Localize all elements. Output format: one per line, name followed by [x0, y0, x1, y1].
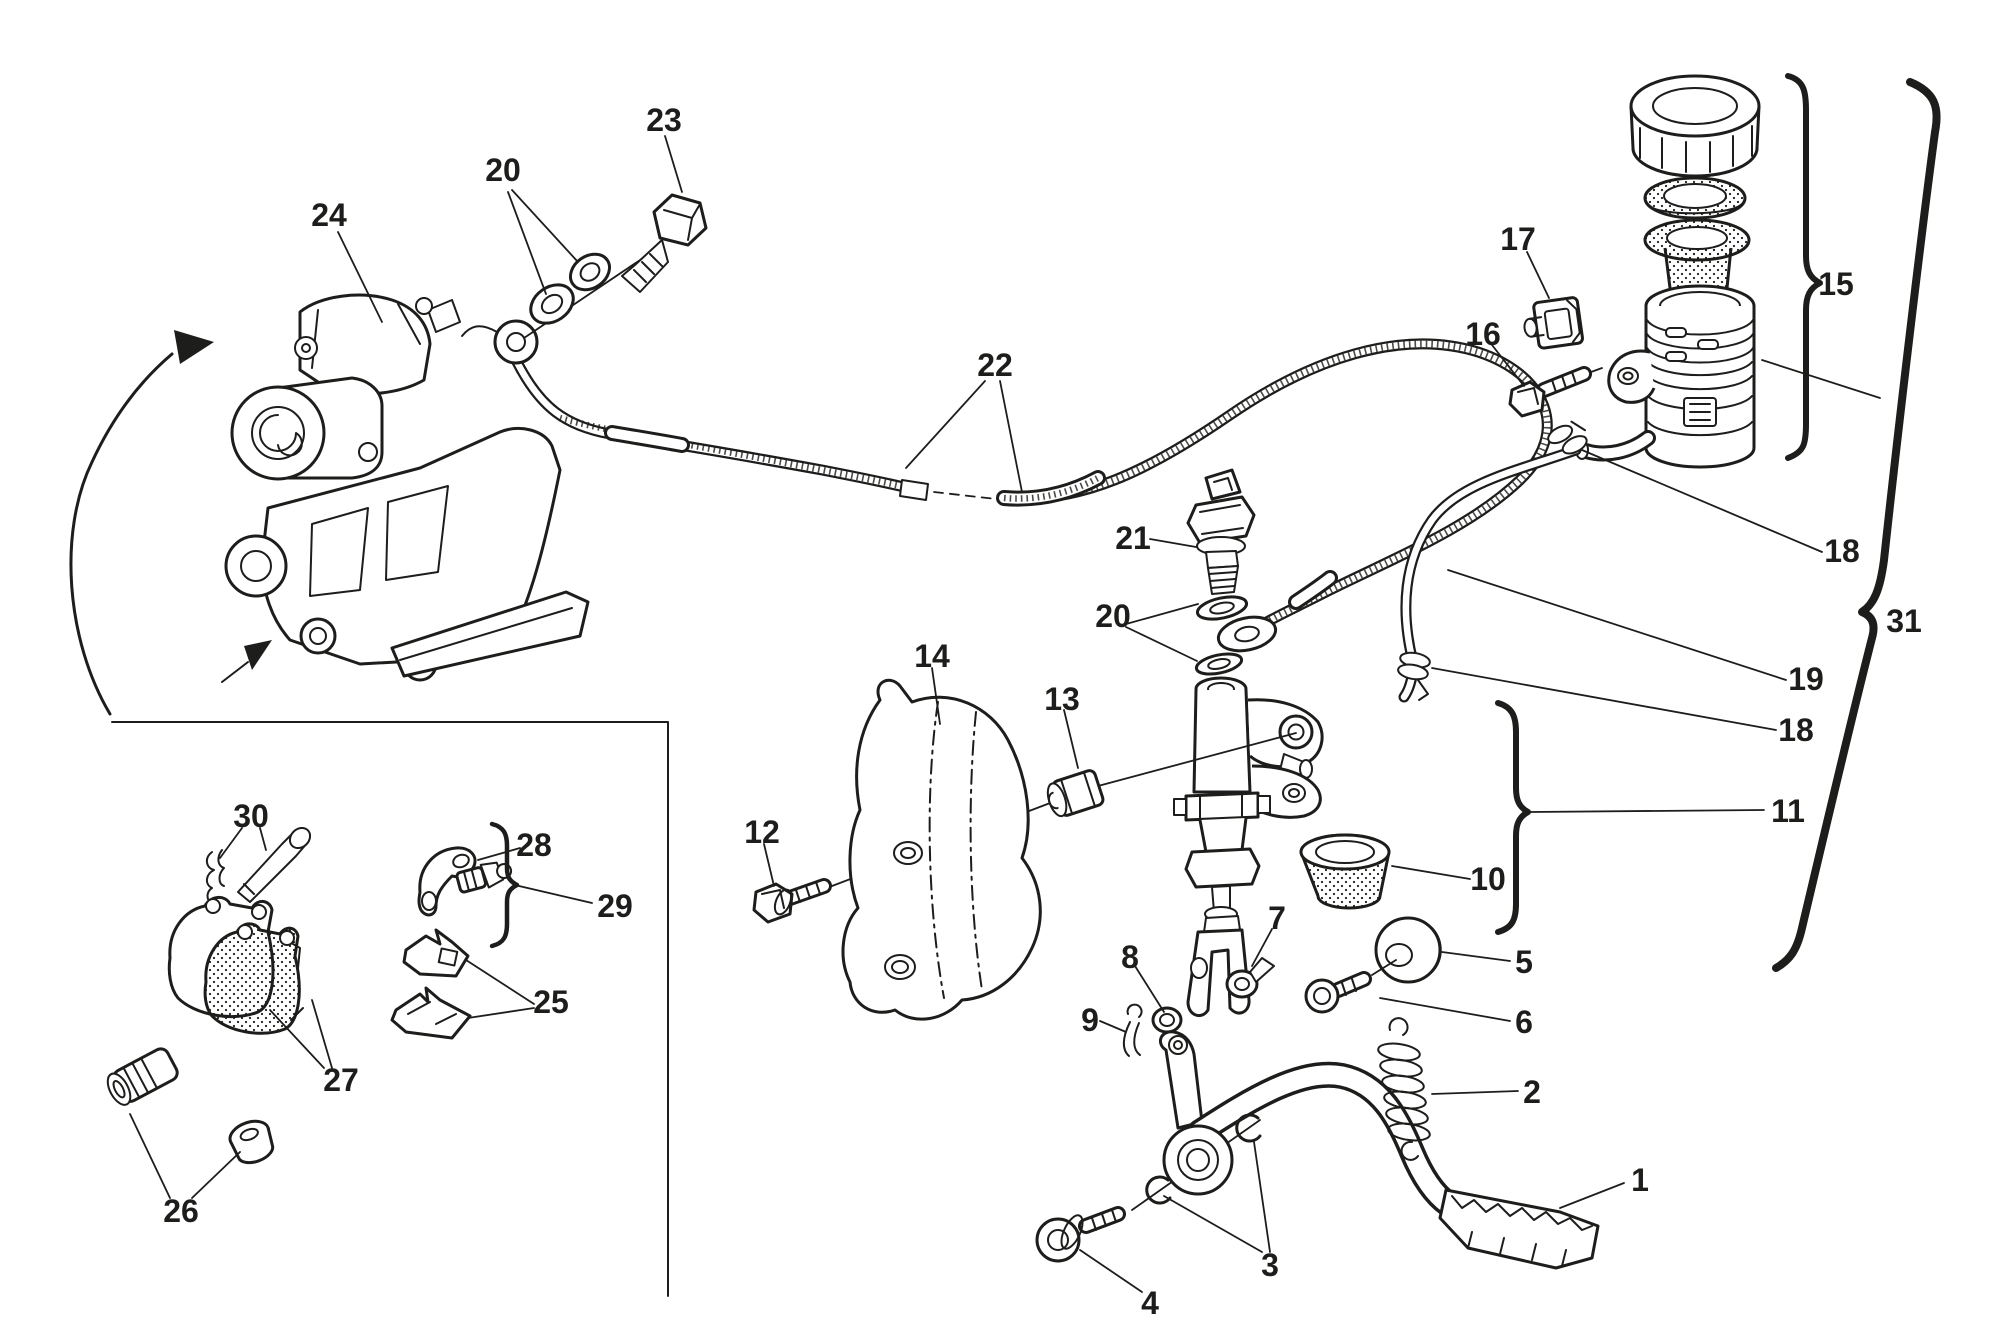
roller-5 — [1374, 916, 1442, 984]
part-label-2: 2 — [1523, 1074, 1541, 1110]
part-label-18-lower: 18 — [1778, 712, 1814, 748]
rotation-arrow-icon — [69, 330, 214, 716]
part-number-labels: 1234567891011121314151617181918202122232… — [163, 102, 1922, 1321]
brake-pads-27 — [167, 896, 304, 1035]
part-label-1: 1 — [1631, 1162, 1649, 1198]
reservoir-assembly-15 — [1575, 74, 1761, 469]
part-label-27: 27 — [323, 1062, 359, 1098]
brace-29 — [489, 821, 520, 949]
part-label-21: 21 — [1115, 520, 1151, 556]
spacer-bushing-13 — [1046, 769, 1105, 818]
part-label-12: 12 — [744, 814, 780, 850]
brace-31 — [1772, 78, 1941, 972]
inset-detail-box — [111, 721, 669, 1297]
part-label-26: 26 — [163, 1193, 199, 1229]
pressure-switch-21 — [1186, 468, 1256, 595]
return-spring-2 — [1377, 1017, 1431, 1161]
part-label-7: 7 — [1268, 900, 1286, 936]
cotter-pin-9 — [1122, 1003, 1143, 1057]
part-label-16: 16 — [1465, 316, 1501, 352]
pad-pin-30 — [206, 826, 312, 905]
leader-lines — [129, 135, 1881, 1293]
part-label-31: 31 — [1886, 603, 1922, 639]
bolt-16 — [1508, 366, 1603, 418]
washer-8 — [1151, 1006, 1183, 1034]
part-label-17: 17 — [1500, 221, 1536, 257]
pivot-bolt-4 — [1035, 1206, 1126, 1263]
part-label-15: 15 — [1818, 266, 1854, 302]
part-label-3: 3 — [1261, 1247, 1279, 1283]
brace-15 — [1785, 73, 1823, 461]
part-label-29: 29 — [597, 888, 633, 924]
hose-clamp-18-upper — [1547, 420, 1588, 455]
part-label-6: 6 — [1515, 1004, 1533, 1040]
indicator-arm-28 — [417, 846, 477, 917]
pad-bolt-sleeve-26 — [106, 1047, 275, 1165]
part-label-11: 11 — [1771, 793, 1805, 829]
pad-spring-clips-25 — [390, 928, 472, 1040]
part-label-28: 28 — [516, 827, 552, 863]
hose-clamp-18-lower — [1397, 651, 1431, 701]
part-label-22: 22 — [977, 347, 1013, 383]
part-label-19: 19 — [1788, 661, 1824, 697]
part-label-4: 4 — [1141, 1285, 1159, 1321]
part-label-13: 13 — [1044, 681, 1080, 717]
brake-pedal-1 — [1158, 1030, 1600, 1270]
rubber-boot-10 — [1299, 833, 1391, 910]
part-label-10: 10 — [1470, 861, 1506, 897]
part-label-8: 8 — [1121, 939, 1139, 975]
heat-shield-14 — [841, 678, 1042, 1021]
part-label-23: 23 — [646, 102, 682, 138]
master-cylinder-11 — [1173, 676, 1324, 1018]
pointer-arrow-icon — [221, 640, 272, 683]
clevis-pin-7 — [1225, 957, 1275, 999]
circlips-3 — [1145, 1113, 1262, 1205]
part-label-18-upper: 18 — [1824, 533, 1860, 569]
part-label-9: 9 — [1081, 1002, 1099, 1038]
part-label-20-master: 20 — [1095, 598, 1131, 634]
banjo-washers-20 — [529, 252, 611, 325]
brake-hose-22 — [510, 338, 1553, 636]
brace-11 — [1495, 700, 1531, 935]
part-label-24: 24 — [311, 197, 347, 233]
part-label-20-caliper: 20 — [485, 152, 521, 188]
bolt-6 — [1304, 959, 1397, 1014]
bolt-12 — [752, 878, 832, 924]
part-label-25: 25 — [533, 984, 569, 1020]
part-label-30: 30 — [233, 798, 269, 834]
master-banjo-washers-20 — [1194, 595, 1278, 676]
clip-nut-17 — [1523, 296, 1584, 350]
brake-caliper-24 — [221, 293, 590, 683]
part-label-14: 14 — [914, 638, 950, 674]
part-label-5: 5 — [1515, 944, 1533, 980]
